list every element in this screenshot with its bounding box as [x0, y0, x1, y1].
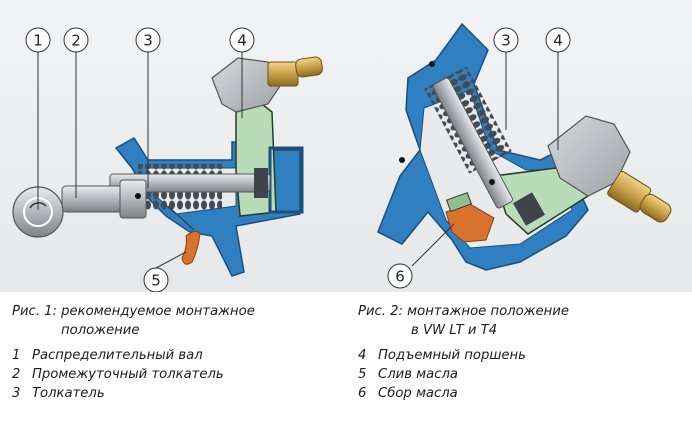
callout-3: 3 [135, 27, 161, 53]
callout-right-3: 3 [493, 27, 519, 53]
legend-number: 3 [12, 386, 21, 401]
left-rod-end [254, 168, 268, 198]
right-rod-end [512, 192, 546, 226]
left-pushrod [109, 173, 271, 193]
figure-2-title: Рис. 2: монтажное положение [358, 304, 569, 319]
legend-number: 4 [358, 348, 367, 363]
callout-5: 5 [143, 267, 169, 292]
callout-4: 4 [229, 27, 255, 53]
right-hose-nipple [639, 193, 672, 223]
figure-2-title-cont: в VW LT и T4 [411, 323, 498, 338]
left-pump-diagram [12, 56, 323, 277]
right-pushrod [432, 77, 514, 209]
legend-item: 2 Промежуточный толкатель [12, 365, 224, 384]
right-lifting-piston [493, 167, 590, 235]
callout-3-label: 3 [143, 32, 153, 50]
right-connector-body [547, 115, 631, 197]
callout-right-6: 6 [387, 263, 413, 289]
legend-item: 4 Подъемный поршень [358, 346, 526, 365]
callout-1: 1 [25, 27, 51, 53]
legend-text: Подъемный поршень [378, 348, 526, 363]
callout-right-4: 4 [545, 27, 571, 53]
right-callouts: 3 4 6 [387, 27, 571, 289]
callout-1-label: 1 [33, 32, 43, 50]
left-connector-body [211, 57, 281, 113]
left-intermediate-tappet [61, 185, 127, 213]
left-tappet-head [119, 179, 147, 219]
callout-right-3-label: 3 [501, 32, 511, 50]
figure-1-title-cont: положение [61, 323, 140, 338]
legend-number: 5 [358, 367, 367, 382]
right-pump-diagram [377, 22, 672, 271]
callout-5-label: 5 [151, 272, 161, 290]
left-oil-drain [181, 230, 201, 265]
legend-text: Толкатель [32, 386, 105, 401]
legend-text: Промежуточный толкатель [32, 367, 224, 382]
legend-number: 2 [12, 367, 21, 382]
legend-item: 1 Распределительный вал [12, 346, 224, 365]
legend-text: Сбор масла [378, 386, 458, 401]
legend-left: 1 Распределительный вал 2 Промежуточный … [12, 346, 224, 403]
left-hose-nipple [295, 56, 323, 78]
figure-2-caption: Рис. 2: монтажное положение в VW LT и T4 [358, 302, 688, 340]
callout-right-6-label: 6 [395, 268, 405, 286]
figure-1-caption: Рис. 1: рекомендуемое монтажное положени… [12, 302, 342, 340]
figure-area: 1 2 3 4 5 [0, 0, 692, 292]
right-valve-insert [445, 191, 473, 213]
fuel-pump-cross-sections: 1 2 3 4 5 [12, 22, 672, 292]
legend-text: Слив масла [378, 367, 458, 382]
callout-2-label: 2 [71, 32, 81, 50]
left-callouts: 1 2 3 4 5 [25, 27, 255, 292]
callout-2: 2 [63, 27, 89, 53]
callout-4-label: 4 [237, 32, 247, 50]
legend-number: 1 [12, 348, 21, 363]
legend-item: 6 Сбор масла [358, 384, 526, 403]
callout-right-4-label: 4 [553, 32, 563, 50]
figure-1-title: Рис. 1: рекомендуемое монтажное [12, 304, 255, 319]
legend-number: 6 [358, 386, 367, 401]
legend-item: 3 Толкатель [12, 384, 224, 403]
legend-text: Распределительный вал [32, 348, 203, 363]
legend-item: 5 Слив масла [358, 365, 526, 384]
legend-right: 4 Подъемный поршень 5 Слив масла 6 Сбор … [358, 346, 526, 403]
left-brass-fitting [267, 61, 299, 87]
